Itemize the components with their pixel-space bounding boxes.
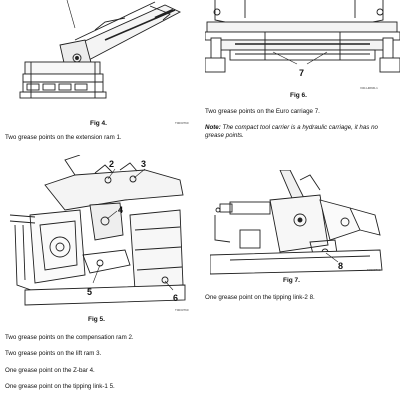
fig7-description: One grease point on the tipping link-2 8… — [205, 294, 315, 301]
callout-5: 5 — [87, 287, 92, 297]
figure-6-illustration: 7 — [205, 0, 400, 90]
figure-5-illustration: 2 3 4 5 6 — [5, 155, 190, 310]
euro-carriage-drawing: 7 — [205, 0, 400, 78]
figure-4-caption: Fig 4. — [90, 120, 107, 127]
callout-8: 8 — [338, 261, 343, 271]
figure-7-reference: T0033760 — [367, 268, 381, 272]
extension-ram-drawing — [19, 0, 182, 99]
tipping-link-2-drawing: 8 — [210, 170, 383, 275]
figure-7-caption: Fig 7. — [283, 277, 300, 284]
fig5-line-z-bar: One grease point on the Z-bar 4. — [5, 367, 95, 374]
figure-4-reference: T0033760 — [175, 121, 189, 125]
lift-arm-head-drawing: 2 3 4 5 6 — [9, 155, 186, 306]
figure-4-illustration — [5, 0, 190, 115]
figure-6-reference: V00-H0830-1 — [360, 86, 378, 90]
fig6-description: Two grease points on the Euro carriage 7… — [205, 108, 320, 115]
note-label: Note: — [205, 124, 221, 131]
figure-5-caption: Fig 5. — [88, 316, 105, 323]
note-body: The compact tool carrier is a hydraulic … — [205, 124, 378, 139]
figure-6-caption: Fig 6. — [290, 92, 307, 99]
callout-2: 2 — [109, 159, 114, 169]
callout-4: 4 — [118, 205, 123, 215]
fig4-description: Two grease points on the extension ram 1… — [5, 134, 122, 141]
callout-3: 3 — [141, 159, 146, 169]
fig5-line-lift-ram: Two grease points on the lift ram 3. — [5, 350, 102, 357]
note-paragraph: Note: The compact tool carrier is a hydr… — [205, 124, 390, 140]
figure-5-reference: T0033760 — [175, 308, 189, 312]
callout-7: 7 — [299, 68, 304, 78]
fig5-line-compensation-ram: Two grease points on the compensation ra… — [5, 334, 134, 341]
figure-7-illustration: 8 — [210, 170, 385, 275]
callout-6: 6 — [173, 293, 178, 303]
fig5-line-tipping-link-1: One grease point on the tipping link-1 5… — [5, 383, 115, 390]
